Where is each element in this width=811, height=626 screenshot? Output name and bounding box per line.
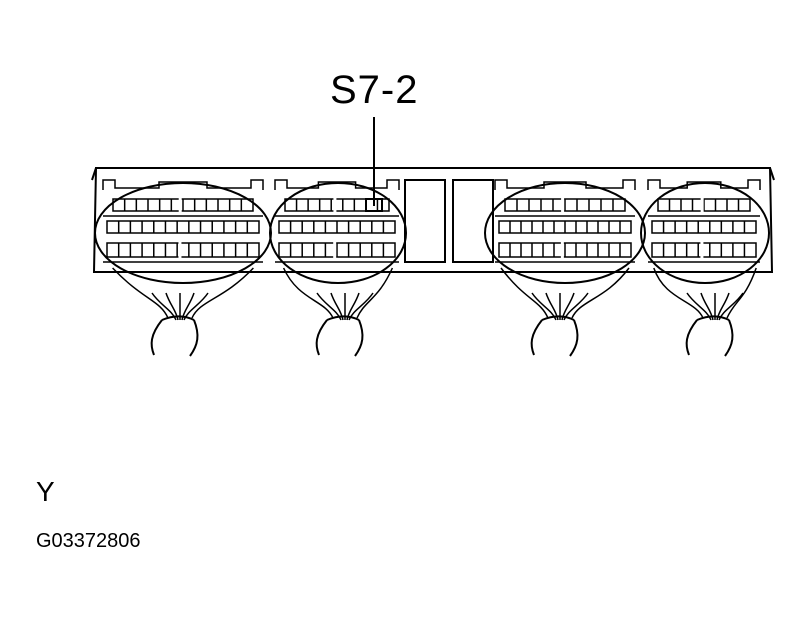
harness-wire [282, 267, 334, 319]
harness-wire [165, 292, 179, 321]
housing-window [452, 179, 494, 263]
connector-outline [269, 182, 407, 284]
harness-wire [112, 267, 169, 319]
harness-sleeve [150, 315, 199, 357]
harness-wire [356, 267, 394, 319]
connector-top-edge [274, 179, 400, 190]
harness-sleeve [530, 315, 579, 357]
connector-top-edge [102, 179, 264, 190]
figure-code: G03372806 [36, 530, 141, 552]
harness-wire [330, 292, 344, 321]
harness-wire [500, 267, 549, 319]
highlighted-terminal [365, 198, 383, 212]
harness-sleeve [315, 315, 364, 357]
harness-wire [700, 292, 714, 321]
harness-wire [181, 292, 195, 321]
connector-group [94, 179, 770, 357]
harness-wire [316, 292, 342, 321]
terminal-row [106, 220, 260, 234]
harness-wire [561, 292, 575, 321]
callout-leader [365, 117, 383, 212]
connector-top-edge [494, 179, 636, 190]
harness-wire [653, 267, 704, 319]
connector-1 [94, 179, 272, 357]
housing-window [404, 179, 446, 263]
harness-wire [716, 292, 730, 321]
harness-wire [531, 292, 557, 321]
harness-wire [191, 267, 254, 319]
harness-wire [151, 292, 177, 321]
view-letter: Y [36, 476, 55, 507]
harness-wire [726, 267, 757, 319]
housing-corner [91, 167, 775, 181]
terminal-row [284, 198, 390, 212]
connector-callout-label: S7-2 [330, 68, 419, 112]
terminal-row [651, 242, 757, 258]
connector-outline [484, 182, 646, 284]
harness-sleeve [685, 315, 734, 357]
connector-4 [640, 179, 770, 357]
harness-wire [686, 292, 712, 321]
harness-wire [571, 267, 630, 319]
connector-2 [269, 179, 407, 357]
connector-outline [640, 182, 770, 284]
harness-wire [346, 292, 360, 321]
connector-3 [484, 179, 646, 357]
harness-wire [545, 292, 559, 321]
connector-top-edge [647, 179, 761, 190]
terminal-row [106, 242, 260, 258]
terminal-row [651, 220, 757, 234]
